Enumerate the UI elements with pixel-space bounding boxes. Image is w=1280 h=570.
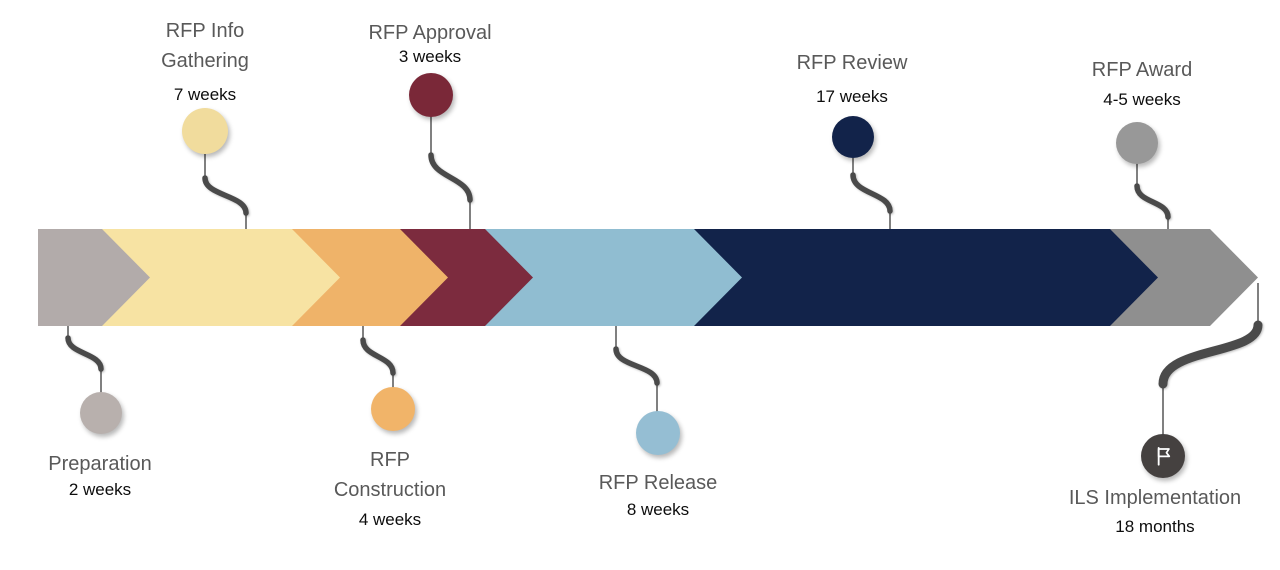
milestone-duration-rfp-award: 4-5 weeks: [1103, 90, 1181, 109]
milestone-label-rfp-release: RFP Release: [598, 472, 718, 494]
connector-rfp-info-gathering: [202, 152, 249, 230]
connector-preparation: [65, 325, 104, 393]
milestone-dot-rfp-approval: [409, 73, 453, 117]
milestone-dot-rfp-review: [832, 116, 874, 158]
connector-rfp-release: [613, 325, 660, 412]
milestone-label-ils-implementation: ILS Implementation: [1068, 487, 1242, 509]
milestone-duration-rfp-release: 8 weeks: [626, 500, 690, 519]
milestone-dot-preparation: [80, 392, 122, 434]
connector-rfp-construction: [360, 325, 396, 388]
connector-rfp-approval: [428, 116, 473, 230]
milestone-dot-rfp-award: [1116, 122, 1158, 164]
milestone-label-rfp-approval: RFP Approval: [368, 22, 492, 44]
milestone-label-rfp-award: RFP Award: [1091, 59, 1193, 81]
milestone-dot-rfp-info-gathering: [182, 108, 228, 154]
flag-icon: [1150, 443, 1176, 469]
milestone-label-rfp-info-gathering: RFP Info Gathering: [161, 20, 249, 72]
milestone-dot-ils-implementation: [1141, 434, 1185, 478]
milestone-dot-rfp-release: [636, 411, 680, 455]
milestone-dot-rfp-construction: [371, 387, 415, 431]
milestone-duration-preparation: 2 weeks: [68, 480, 132, 499]
milestone-label-preparation: Preparation: [48, 453, 152, 475]
milestone-label-rfp-review: RFP Review: [796, 52, 908, 74]
milestone-duration-rfp-approval: 3 weeks: [398, 47, 462, 66]
segment-rfp-review: [694, 229, 1158, 326]
milestone-duration-ils-implementation: 18 months: [1115, 517, 1195, 536]
milestone-duration-rfp-info-gathering: 7 weeks: [173, 85, 237, 104]
milestone-duration-rfp-construction: 4 weeks: [358, 510, 422, 529]
milestone-duration-rfp-review: 17 weeks: [816, 87, 888, 106]
connector-ils-implementation: [1158, 283, 1263, 435]
milestone-label-rfp-construction: RFP Construction: [333, 449, 447, 501]
connector-rfp-review: [850, 158, 893, 230]
connector-rfp-award: [1134, 163, 1171, 230]
